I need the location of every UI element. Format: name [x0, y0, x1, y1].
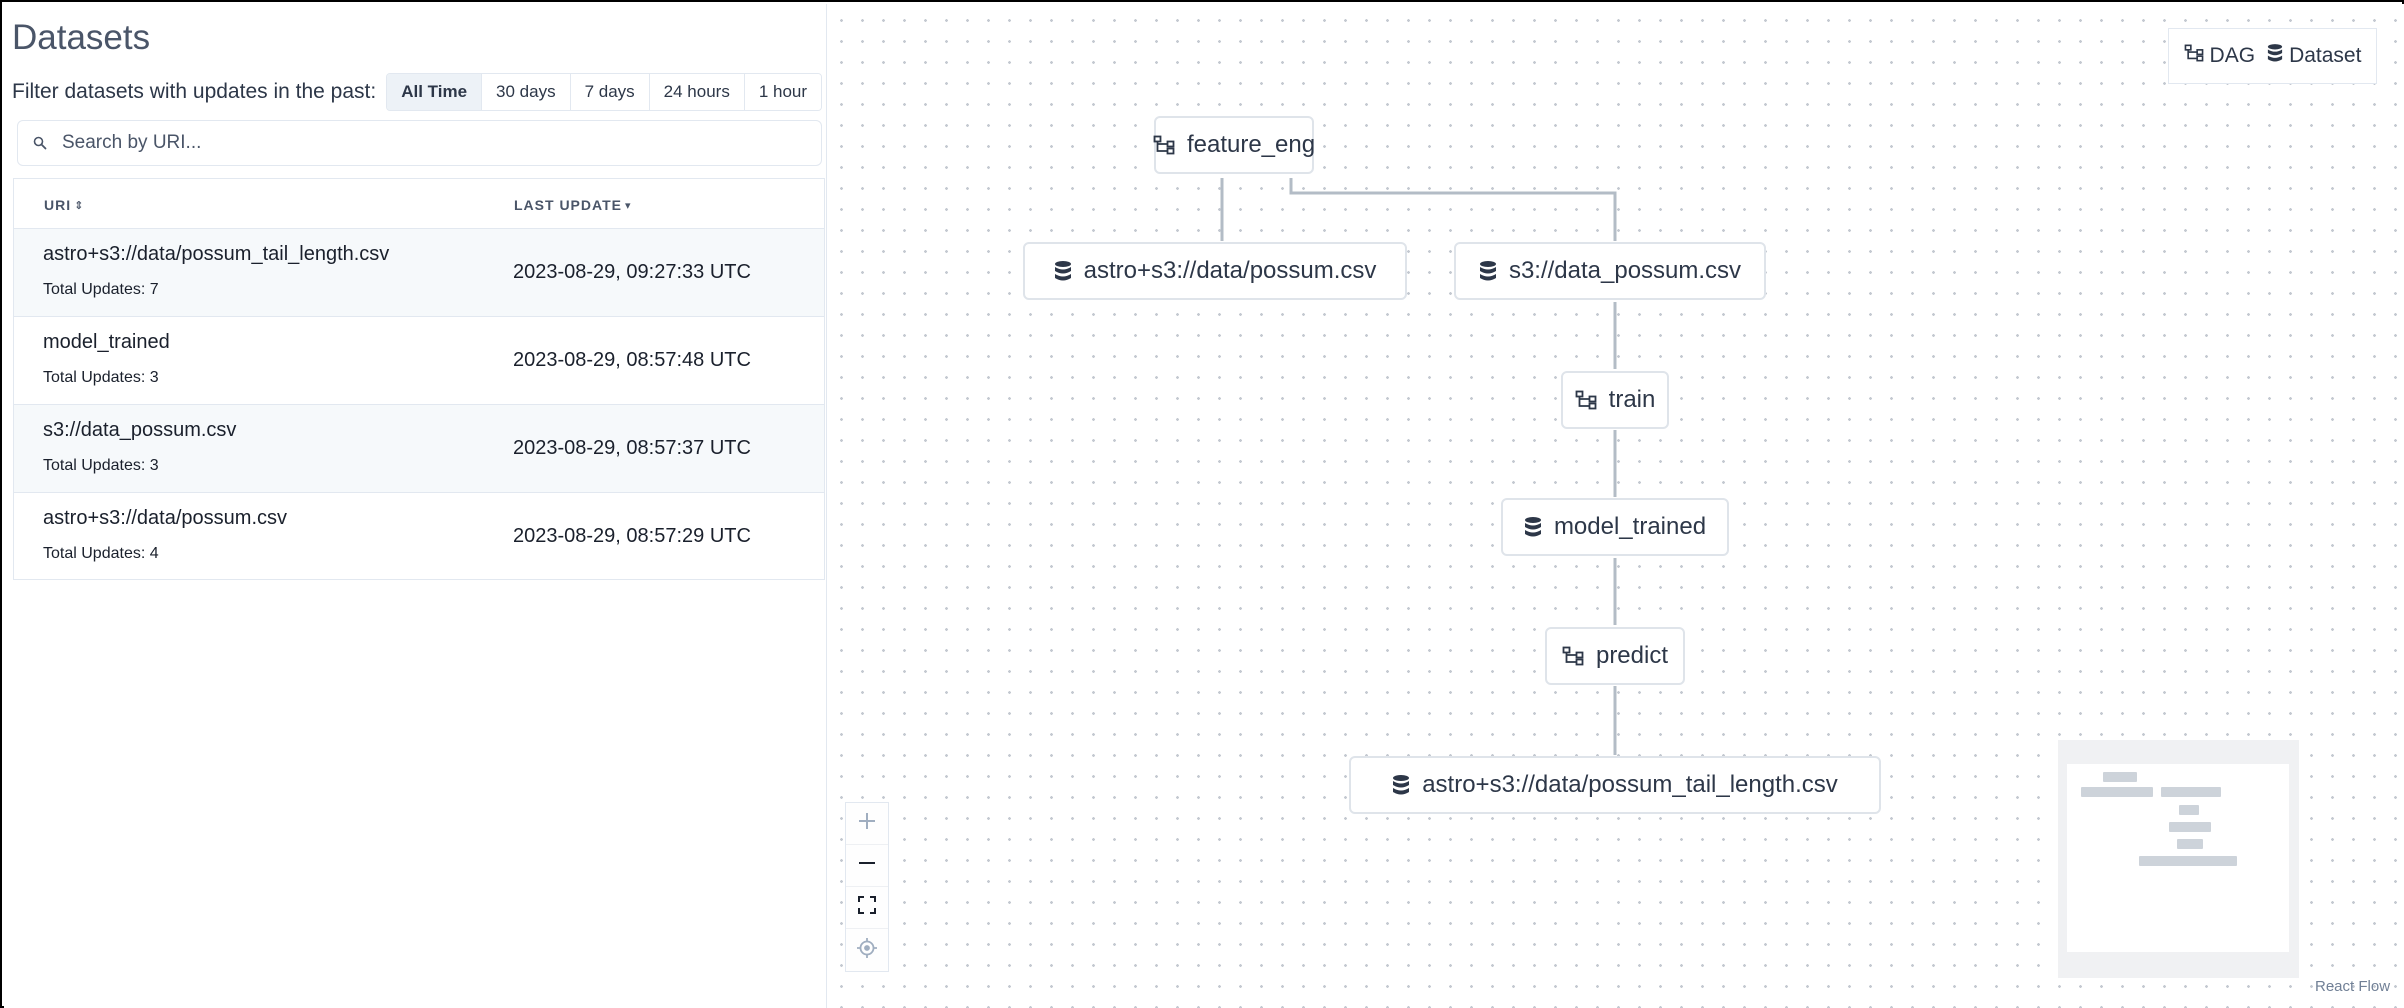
- search-box: [17, 120, 822, 166]
- legend-dataset: Dataset: [2267, 43, 2361, 69]
- minimap-node: [2179, 805, 2199, 815]
- legend-dag: DAG: [2184, 44, 2255, 68]
- graph-controls: [845, 802, 889, 972]
- minimap[interactable]: [2058, 740, 2299, 978]
- minus-icon: [857, 853, 877, 878]
- table-row[interactable]: s3://data_possum.csv Total Updates: 3 20…: [14, 405, 824, 493]
- search-input[interactable]: [62, 121, 821, 165]
- fit-view-button[interactable]: [846, 887, 888, 929]
- table-row[interactable]: astro+s3://data/possum_tail_length.csv T…: [14, 229, 824, 317]
- graph-node-predict[interactable]: predict: [1545, 627, 1685, 685]
- dataset-uri: astro+s3://data/possum.csv: [43, 507, 288, 529]
- minimap-node: [2103, 772, 2137, 782]
- dataset-update-count: Total Updates: 7: [43, 281, 159, 298]
- database-icon: [1524, 516, 1542, 538]
- graph-node-tail-length[interactable]: astro+s3://data/possum_tail_length.csv: [1349, 756, 1881, 814]
- sort-icon: ⇕: [74, 199, 85, 212]
- dataset-graph[interactable]: feature_eng astro+s3://data/possum.csv s…: [826, 4, 2404, 1008]
- minimap-node: [2161, 787, 2221, 797]
- filter-label: Filter datasets with updates in the past…: [12, 80, 377, 103]
- minimap-node: [2177, 839, 2203, 849]
- dataset-uri: astro+s3://data/possum_tail_length.csv: [43, 243, 390, 265]
- table-header: URI ⇕ Last Update ▾: [14, 179, 824, 229]
- filter-button-group: All Time 30 days 7 days 24 hours 1 hour: [386, 73, 823, 111]
- table-row[interactable]: model_trained Total Updates: 3 2023-08-2…: [14, 317, 824, 405]
- dataset-update-count: Total Updates: 3: [43, 369, 159, 386]
- filter-7-days-button[interactable]: 7 days: [570, 74, 650, 110]
- react-flow-attribution[interactable]: React Flow: [2315, 978, 2391, 995]
- zoom-out-button[interactable]: [846, 845, 888, 887]
- dataset-update-count: Total Updates: 3: [43, 457, 159, 474]
- database-icon: [1479, 260, 1497, 282]
- dag-icon: [2184, 44, 2210, 68]
- plus-icon: [857, 811, 877, 836]
- center-view-button[interactable]: [846, 929, 888, 971]
- table-row[interactable]: astro+s3://data/possum.csv Total Updates…: [14, 493, 824, 581]
- minimap-node: [2169, 822, 2211, 832]
- crosshair-icon: [856, 937, 878, 964]
- dataset-update-count: Total Updates: 4: [43, 545, 159, 562]
- graph-node-feature-eng[interactable]: feature_eng: [1153, 116, 1315, 174]
- fit-view-icon: [857, 895, 877, 920]
- dag-icon: [1575, 390, 1597, 410]
- filter-all-time-button[interactable]: All Time: [387, 74, 483, 110]
- filter-24-hours-button[interactable]: 24 hours: [649, 74, 745, 110]
- sort-desc-icon: ▾: [624, 199, 632, 212]
- database-icon: [1392, 774, 1410, 796]
- filter-30-days-button[interactable]: 30 days: [482, 74, 571, 110]
- database-icon: [1054, 260, 1072, 282]
- dataset-last-update: 2023-08-29, 09:27:33 UTC: [513, 261, 751, 283]
- graph-edges: [1220, 178, 1617, 755]
- graph-node-data-possum[interactable]: s3://data_possum.csv: [1454, 242, 1766, 300]
- search-icon: [18, 136, 62, 150]
- database-icon: [2267, 43, 2289, 69]
- edge-feature-eng-to-data-possum: [1289, 178, 1617, 241]
- datasets-panel: Datasets Filter datasets with updates in…: [4, 4, 826, 1008]
- dataset-last-update: 2023-08-29, 08:57:37 UTC: [513, 437, 751, 459]
- time-filter: Filter datasets with updates in the past…: [12, 72, 823, 112]
- datasets-table: URI ⇕ Last Update ▾ astro+s3://data/poss…: [13, 178, 825, 580]
- zoom-in-button[interactable]: [846, 803, 888, 845]
- dataset-uri: s3://data_possum.csv: [43, 419, 237, 441]
- minimap-node: [2081, 787, 2153, 797]
- graph-legend: DAG Dataset: [2168, 28, 2377, 84]
- graph-node-model-trained[interactable]: model_trained: [1501, 498, 1729, 556]
- filter-1-hour-button[interactable]: 1 hour: [744, 74, 822, 110]
- minimap-viewport: [2067, 764, 2289, 952]
- graph-node-train[interactable]: train: [1561, 371, 1669, 429]
- column-header-last-update[interactable]: Last Update ▾: [514, 197, 632, 213]
- page-title: Datasets: [12, 18, 151, 57]
- minimap-node: [2139, 856, 2237, 866]
- dataset-uri: model_trained: [43, 331, 170, 353]
- dag-icon: [1153, 135, 1175, 155]
- dag-icon: [1562, 646, 1584, 666]
- graph-node-possum-csv[interactable]: astro+s3://data/possum.csv: [1023, 242, 1407, 300]
- dataset-last-update: 2023-08-29, 08:57:29 UTC: [513, 525, 751, 547]
- dataset-last-update: 2023-08-29, 08:57:48 UTC: [513, 349, 751, 371]
- column-header-uri[interactable]: URI ⇕: [44, 197, 85, 213]
